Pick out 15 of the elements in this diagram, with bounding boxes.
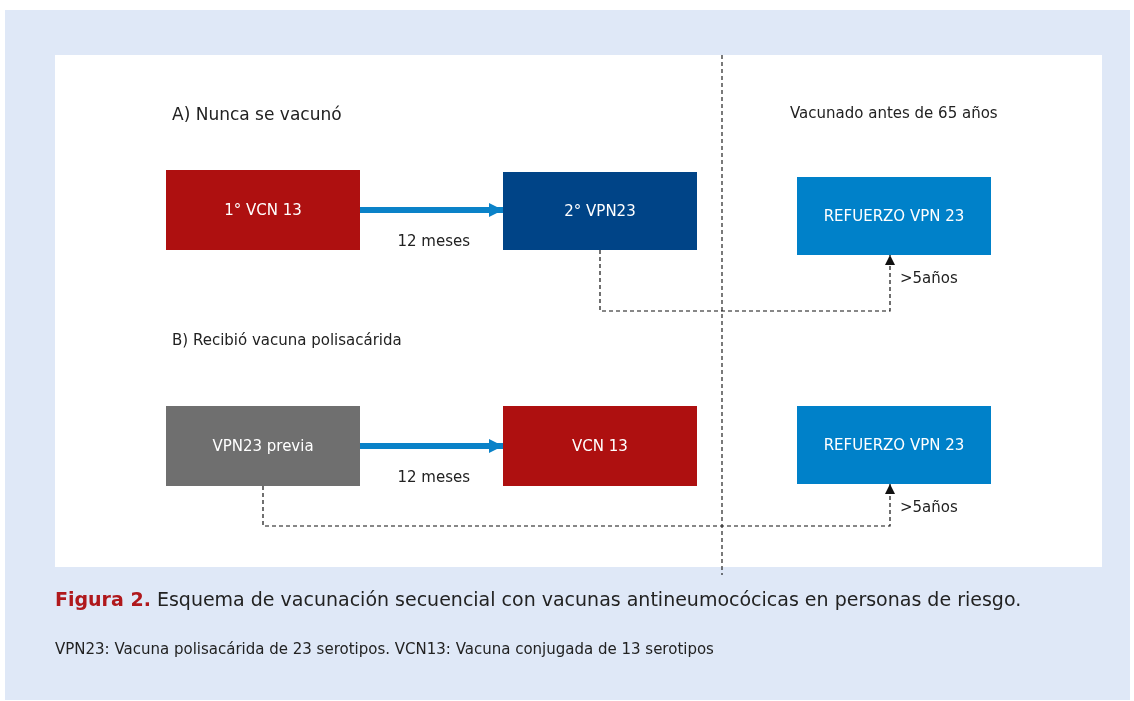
column-heading: Vacunado antes de 65 años <box>790 104 998 122</box>
section-heading: A) Nunca se vacunó <box>172 104 342 124</box>
arrow <box>360 439 503 453</box>
vaccine-box: 2° VPN23 <box>503 172 697 250</box>
vaccine-box: VPN23 previa <box>166 406 360 486</box>
vaccine-box: 1° VCN 13 <box>166 170 360 250</box>
vaccine-box: REFUERZO VPN 23 <box>797 177 991 255</box>
vaccine-box: VCN 13 <box>503 406 697 486</box>
vaccine-box: REFUERZO VPN 23 <box>797 406 991 484</box>
section-heading: B) Recibió vacuna polisacárida <box>172 331 402 349</box>
arrow <box>599 249 895 312</box>
arrow <box>262 483 895 527</box>
footnote: VPN23: Vacuna polisacárida de 23 serotipos. VCN13: Vacuna conjugada de 13 serotipos <box>55 640 714 658</box>
figure-caption: Figura 2. Esquema de vacunación secuencial con vacunas antineumocócicas en personas de riesgo. <box>55 588 1022 610</box>
arrow <box>360 203 503 217</box>
